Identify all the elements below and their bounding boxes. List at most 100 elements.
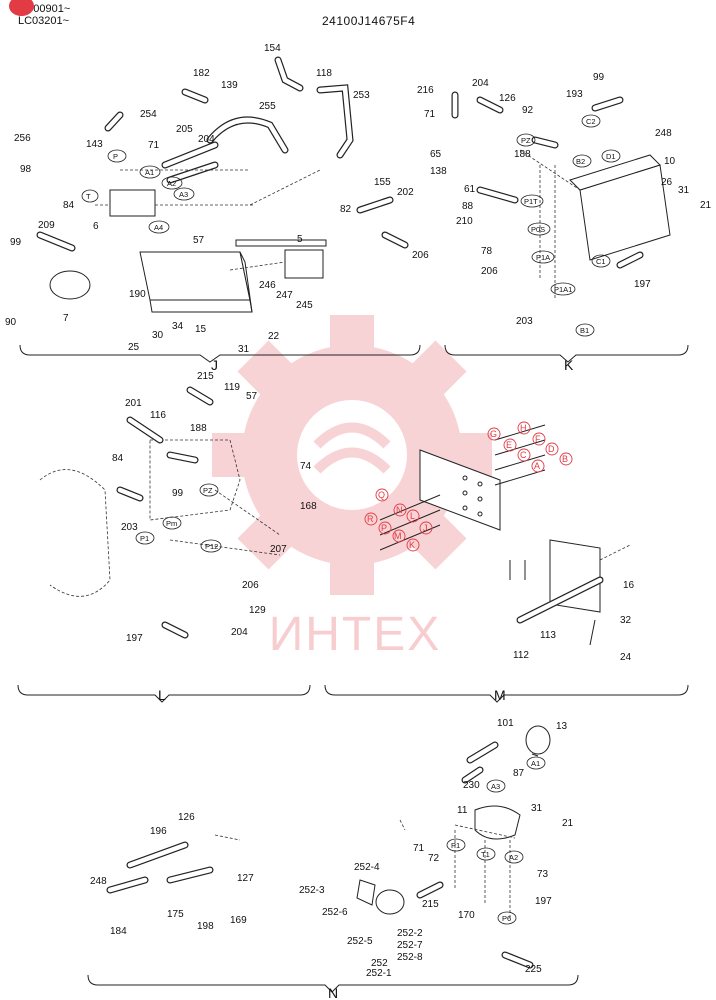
part-101: 101 bbox=[497, 718, 514, 729]
part-71: 71 bbox=[413, 843, 425, 854]
part-5: 5 bbox=[297, 234, 303, 245]
part-252-3: 252-3 bbox=[299, 885, 325, 896]
part-170: 170 bbox=[458, 910, 475, 921]
part-84: 84 bbox=[63, 200, 75, 211]
part-206: 206 bbox=[481, 266, 498, 277]
section-k-labels: 10 21 26 31 61 65 71 78 88 92 99 126 138… bbox=[417, 72, 712, 335]
port-tag-e-m: E bbox=[506, 440, 512, 450]
part-11: 11 bbox=[457, 805, 468, 816]
part-252-8: 252-8 bbox=[397, 952, 423, 963]
part-203: 203 bbox=[121, 522, 138, 533]
part-252-2: 252-2 bbox=[397, 928, 423, 939]
port-tag-p1a1: P1A1 bbox=[554, 285, 572, 294]
port-tag-a2: A2 bbox=[167, 179, 176, 188]
part-255: 255 bbox=[259, 101, 276, 112]
section-label-l: L bbox=[158, 687, 166, 703]
part-21: 21 bbox=[562, 818, 574, 829]
section-label-n: N bbox=[328, 985, 338, 1000]
part-252-7: 252-7 bbox=[397, 940, 423, 951]
section-m-labels: 16 24 32 112 113 A B C D E F G H J K L M… bbox=[367, 423, 635, 663]
drawing-number: 24100J14675F4 bbox=[322, 14, 416, 28]
part-138: 138 bbox=[430, 166, 447, 177]
port-tag-r-m: R bbox=[367, 514, 374, 524]
part-252-5: 252-5 bbox=[347, 936, 373, 947]
section-label-k: K bbox=[564, 357, 574, 373]
port-tag-p6-n: P6 bbox=[502, 914, 511, 923]
part-209: 209 bbox=[38, 220, 55, 231]
part-197: 197 bbox=[634, 279, 651, 290]
port-tag-p0s: P0S bbox=[531, 225, 545, 234]
part-246: 246 bbox=[259, 280, 276, 291]
part-57: 57 bbox=[246, 391, 258, 402]
part-61: 61 bbox=[464, 184, 476, 195]
part-57: 57 bbox=[193, 235, 205, 246]
port-tag-p1a: P1A bbox=[536, 253, 550, 262]
part-190: 190 bbox=[129, 289, 146, 300]
section-label-m: M bbox=[494, 687, 506, 703]
part-15: 15 bbox=[195, 324, 207, 335]
part-216: 216 bbox=[417, 85, 434, 96]
port-tag-p: P bbox=[113, 152, 118, 161]
part-78: 78 bbox=[481, 246, 493, 257]
port-tag-p1t: P1T bbox=[524, 197, 538, 206]
part-197: 197 bbox=[126, 633, 143, 644]
part-247: 247 bbox=[276, 290, 293, 301]
part-245: 245 bbox=[296, 300, 313, 311]
part-256: 256 bbox=[14, 133, 31, 144]
corner-badge bbox=[9, 0, 34, 16]
part-253: 253 bbox=[353, 90, 370, 101]
part-31: 31 bbox=[238, 344, 250, 355]
part-196: 196 bbox=[150, 826, 167, 837]
port-tag-b-m: B bbox=[562, 454, 568, 464]
port-tag-pz: PZ bbox=[521, 136, 531, 145]
part-26: 26 bbox=[661, 177, 673, 188]
part-215: 215 bbox=[197, 371, 214, 382]
part-207: 207 bbox=[270, 544, 287, 555]
part-154: 154 bbox=[264, 43, 281, 54]
port-tag-c1: C1 bbox=[596, 257, 606, 266]
part-155: 155 bbox=[374, 177, 391, 188]
part-204: 204 bbox=[231, 627, 248, 638]
part-204: 204 bbox=[198, 134, 215, 145]
port-tag-n-m: N bbox=[396, 505, 403, 515]
part-206: 206 bbox=[242, 580, 259, 591]
part-202: 202 bbox=[397, 187, 414, 198]
part-204: 204 bbox=[472, 78, 489, 89]
part-13: 13 bbox=[556, 721, 568, 732]
port-tag-g-m: G bbox=[490, 429, 497, 439]
part-143: 143 bbox=[86, 139, 103, 150]
part-118: 118 bbox=[316, 68, 332, 79]
part-252-1: 252-1 bbox=[366, 968, 392, 979]
port-tag-l-m: L bbox=[410, 511, 415, 521]
port-tag-t: T bbox=[86, 192, 91, 201]
part-84: 84 bbox=[112, 453, 124, 464]
part-6: 6 bbox=[93, 221, 99, 232]
port-tag-j-m: J bbox=[423, 523, 428, 533]
part-252-6: 252-6 bbox=[322, 907, 348, 918]
port-tag-d-m: D bbox=[548, 444, 555, 454]
part-248: 248 bbox=[90, 876, 107, 887]
part-34: 34 bbox=[172, 321, 184, 332]
part-16: 16 bbox=[623, 580, 635, 591]
part-182: 182 bbox=[193, 68, 210, 79]
part-139: 139 bbox=[221, 80, 238, 91]
part-82: 82 bbox=[340, 204, 352, 215]
part-24: 24 bbox=[620, 652, 632, 663]
part-99: 99 bbox=[172, 488, 184, 499]
port-tag-p12: P12 bbox=[205, 542, 218, 551]
part-113: 113 bbox=[540, 630, 556, 641]
part-87: 87 bbox=[513, 768, 525, 779]
part-205: 205 bbox=[176, 124, 193, 135]
port-tag-p1: P1 bbox=[140, 534, 149, 543]
port-tag-a3-n: A3 bbox=[491, 782, 500, 791]
part-188: 188 bbox=[514, 149, 531, 160]
port-tag-a-m: A bbox=[534, 461, 540, 471]
watermark bbox=[212, 315, 492, 595]
port-tag-a3: A3 bbox=[179, 190, 188, 199]
part-254: 254 bbox=[140, 109, 157, 120]
part-112: 112 bbox=[513, 650, 529, 661]
serial-range: YC00901~ LC03201~ bbox=[9, 0, 70, 27]
section-l-labels: 57 74 84 99 116 119 129 168 188 197 201 … bbox=[112, 371, 317, 644]
port-tag-k-m: K bbox=[409, 540, 415, 550]
part-92: 92 bbox=[522, 105, 534, 116]
